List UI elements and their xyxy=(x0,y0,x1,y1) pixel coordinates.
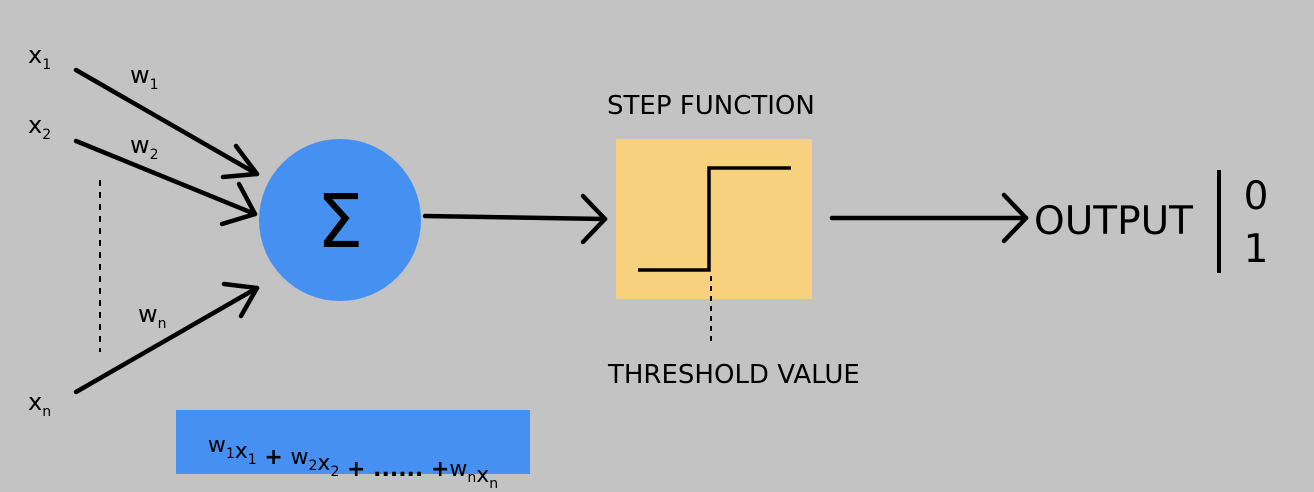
formula-term-subscript: 2 xyxy=(330,464,339,480)
input-arrow-n xyxy=(73,281,260,395)
step-function-curve xyxy=(638,166,791,272)
step-function-box xyxy=(616,139,812,299)
formula-term-subscript: 1 xyxy=(226,446,235,462)
weighted-sum-formula-box xyxy=(176,410,530,474)
formula-term-subscript: n xyxy=(467,470,476,486)
input-xn-label: xn xyxy=(28,388,51,420)
formula-term-base: x xyxy=(235,439,248,464)
formula-operator: + xyxy=(423,457,449,482)
output-value-1: 1 xyxy=(1244,227,1269,272)
formula-term-base: x xyxy=(476,463,489,488)
summation-node xyxy=(259,139,421,301)
formula-term-base: w xyxy=(208,433,226,458)
output-label: OUTPUT xyxy=(1034,199,1193,244)
weight-wn-label: wn xyxy=(138,300,167,332)
sum-to-step-arrow xyxy=(422,193,608,245)
formula-term-subscript: 2 xyxy=(308,458,317,474)
summation-symbol: Σ xyxy=(317,179,364,265)
formula-operator: + xyxy=(339,457,373,482)
input-x1-label: x1 xyxy=(28,41,51,73)
formula-term-base: w xyxy=(290,445,308,470)
step-function-title: STEP FUNCTION xyxy=(607,91,815,121)
weight-w1-label: w1 xyxy=(130,61,159,93)
formula-operator: ...... xyxy=(373,457,423,482)
formula-operator: + xyxy=(257,445,291,470)
weight-w2-label: w2 xyxy=(130,131,159,163)
input-x2-label: x2 xyxy=(28,111,51,143)
input-arrow-2 xyxy=(73,138,258,227)
threshold-value-label: THRESHOLD VALUE xyxy=(607,360,860,390)
formula-term-subscript: n xyxy=(489,476,498,492)
formula-term-base: x xyxy=(317,451,330,476)
formula-term-base: w xyxy=(449,457,467,482)
input-arrow-1 xyxy=(73,67,260,180)
weighted-sum-formula: w1x1 + w2x2 + ...... +wnxn xyxy=(208,433,498,492)
step-to-output-arrow xyxy=(829,192,1029,244)
output-value-0: 0 xyxy=(1244,174,1269,219)
formula-term-subscript: 1 xyxy=(248,452,257,468)
